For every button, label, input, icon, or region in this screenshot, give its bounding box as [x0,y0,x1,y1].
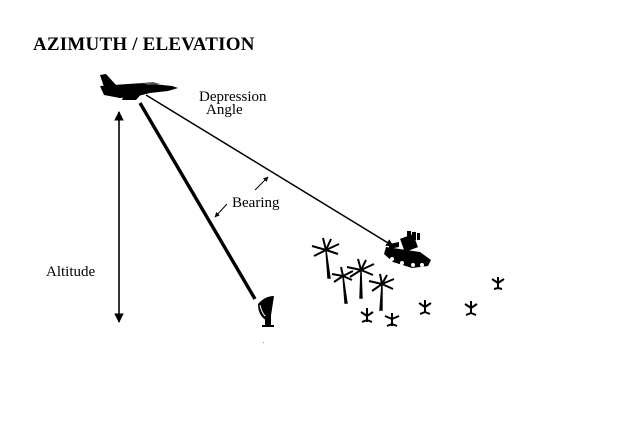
radar-line [138,102,257,300]
bearing-arrow-down [214,203,228,218]
depression-line [145,94,394,247]
diagram-title: AZIMUTH / ELEVATION [33,34,255,55]
tank-icon [384,231,431,268]
bearing-label: Bearing [232,195,280,211]
shrub-icon [360,277,505,327]
altitude-label: Altitude [46,264,96,280]
depression-label: Depression [199,89,267,105]
palm-tree-icon [311,237,395,311]
angle-label: Angle [206,102,243,118]
radar-dish-icon [258,296,274,344]
bearing-arrow-up [254,176,269,191]
jet-icon [100,74,178,100]
